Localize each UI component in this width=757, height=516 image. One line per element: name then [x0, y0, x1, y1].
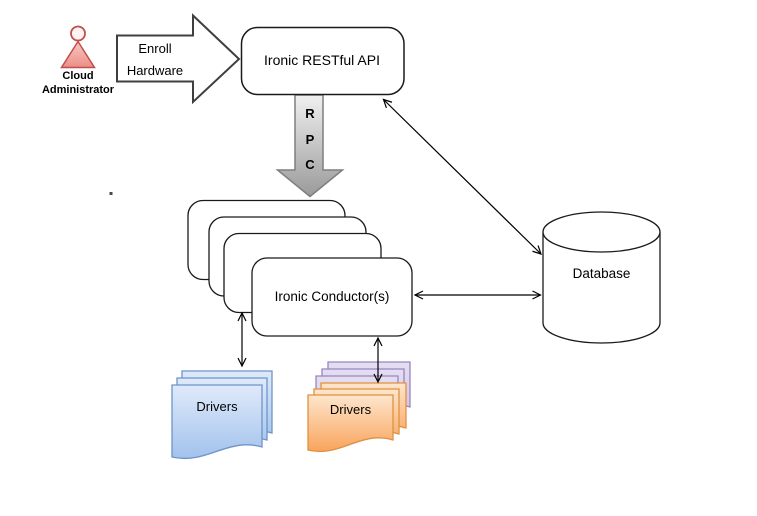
database-label: Database [572, 266, 631, 281]
rpc-label: R P C [305, 106, 315, 172]
drivers-orange-doc-1 [307, 394, 394, 452]
person-body [60, 40, 96, 69]
drivers-orange-stack [307, 382, 407, 452]
ironic-restful-api-box [240, 26, 405, 96]
person-icon [60, 25, 96, 69]
enroll-hardware-label: Enroll Hardware [126, 41, 184, 78]
ironic-restful-api-label: Ironic RESTful API [264, 52, 380, 69]
enroll-hardware-block-arrow [116, 13, 241, 105]
ironic-conductors-label: Ironic Conductor(s) [274, 288, 390, 304]
api-database-arrow [382, 98, 542, 255]
database-cylinder-body [542, 232, 661, 344]
ironic-conductors-box [251, 257, 413, 337]
person-head [70, 25, 86, 42]
drivers-blue-label: Drivers [196, 399, 238, 414]
drivers-blue-stack [171, 370, 273, 459]
database-cylinder [542, 211, 661, 344]
rpc-block-arrow [275, 94, 345, 198]
drivers-orange-label: Drivers [329, 402, 372, 417]
database-cylinder-top [542, 211, 661, 253]
cloud-administrator-label: Cloud Administrator [41, 70, 115, 96]
drivers-blue-doc-1 [171, 384, 263, 459]
stray-dot [109, 192, 113, 195]
